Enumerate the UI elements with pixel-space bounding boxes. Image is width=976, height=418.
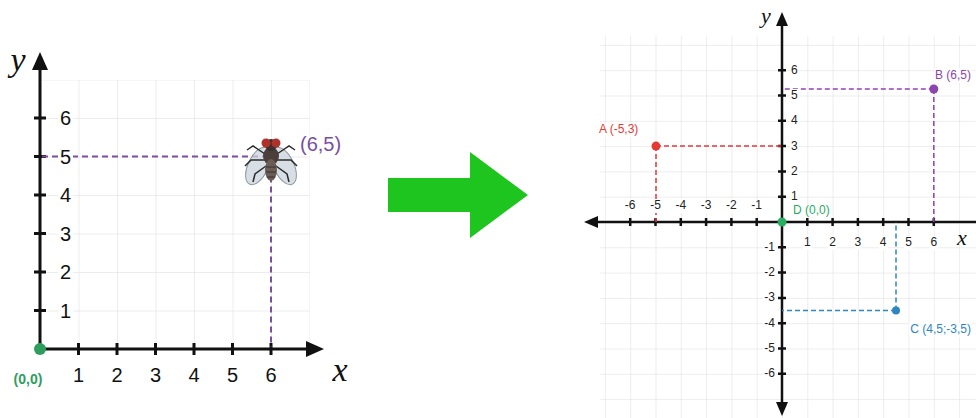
guide-lines	[42, 157, 271, 348]
tick-label: 2	[109, 364, 124, 386]
point-dot	[929, 85, 938, 94]
axes	[34, 66, 310, 355]
tick-label: -3	[763, 291, 776, 304]
tick-label: -5	[763, 342, 776, 355]
tick-label: 4	[790, 114, 799, 127]
tick-label: 3	[854, 236, 863, 249]
tick-label: 6	[790, 64, 799, 77]
tick-label: 1	[790, 190, 799, 203]
tick-label: -1	[750, 199, 763, 212]
tick-label: 5	[904, 236, 913, 249]
tick-label: 2	[790, 165, 799, 178]
arrowhead	[306, 341, 324, 357]
tick-label: 5	[58, 146, 73, 168]
tick-label: 5	[790, 89, 799, 102]
tick-label: 6	[929, 236, 938, 249]
axis-label: y	[10, 41, 25, 78]
axes	[594, 22, 976, 408]
tick-label: 1	[58, 300, 73, 322]
tick-label: -2	[725, 199, 738, 212]
tick-label: 3	[58, 223, 73, 245]
arrowhead	[776, 12, 788, 26]
origin-dot	[778, 218, 787, 227]
tick-label: -6	[624, 199, 637, 212]
tick-label: 2	[828, 236, 837, 249]
arrowhead	[32, 52, 48, 70]
tick-label: 3	[790, 140, 799, 153]
origin-label: (0,0)	[14, 372, 43, 387]
point-label: C (4,5;-3,5)	[909, 323, 972, 336]
tick-label: -4	[763, 317, 776, 330]
point-label: B (6,5)	[934, 69, 972, 82]
tick-label: 6	[263, 364, 278, 386]
tick-label: -3	[700, 199, 713, 212]
grid	[600, 36, 976, 418]
arrowhead	[776, 402, 788, 416]
tick-label: 5	[225, 364, 240, 386]
point-label: (6,5)	[300, 133, 341, 155]
tick-label: -1	[763, 241, 776, 254]
point-dot	[652, 142, 661, 151]
point-dot	[892, 307, 900, 315]
axis-label: x	[957, 226, 967, 250]
axis-label: y	[761, 4, 771, 28]
tick-label: 6	[58, 107, 73, 129]
arrowhead	[584, 216, 598, 228]
tick-label: -6	[763, 367, 776, 380]
tick-label: 3	[148, 364, 163, 386]
transition-arrow	[388, 152, 528, 238]
origin-dot	[34, 343, 46, 355]
tick-label: 1	[803, 236, 812, 249]
tick-label: 4	[186, 364, 201, 386]
tick-label: -4	[674, 199, 687, 212]
tick-label: -2	[763, 266, 776, 279]
grid	[40, 80, 310, 349]
axis-label: x	[332, 351, 347, 388]
tick-label: 4	[58, 184, 73, 206]
tick-label: -5	[649, 199, 662, 212]
fly-illustration	[240, 139, 301, 189]
tick-label: 1	[71, 364, 86, 386]
point-label: A (-5,3)	[598, 123, 639, 136]
guide-lines	[656, 89, 934, 311]
tick-label: 2	[58, 261, 73, 283]
point-label: D (0,0)	[792, 204, 831, 217]
tick-label: 4	[879, 236, 888, 249]
